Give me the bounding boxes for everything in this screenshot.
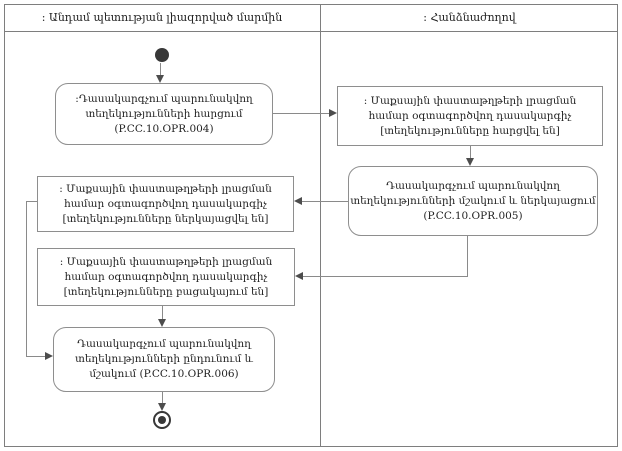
arrowhead-opr005-to-presented <box>294 197 302 205</box>
object-requested-line2: համար օգտագործվող դասակարգիչ <box>368 109 572 122</box>
diagram-outer-border <box>4 4 618 447</box>
activity-opr004-line3: (P.CC.10.OPR.004) <box>114 122 214 135</box>
object-absent-line2: համար օգտագործվող դասակարգիչ <box>64 270 268 283</box>
edge-absent-to-opr006 <box>162 306 163 319</box>
edge-opr005-to-absent-across <box>303 276 468 277</box>
lane-header-commission: : Հանձնաժողով <box>423 11 516 24</box>
edge-presented-loop-bottom <box>26 356 45 357</box>
object-presented-line1: : Մաքսային փաստաթղթերի լրացման <box>59 182 272 195</box>
object-node-info-presented: : Մաքսային փաստաթղթերի լրացման համար օգտ… <box>37 176 294 232</box>
object-node-info-absent: : Մաքսային փաստաթղթերի լրացման համար օգտ… <box>37 248 295 306</box>
activity-opr006: Դասակարգչում պարունակվող տեղեկություններ… <box>53 327 275 392</box>
edge-opr005-to-presented <box>302 201 348 202</box>
activity-opr004-line1: :Դասակարգչում պարունակվող <box>75 92 253 105</box>
edge-opr004-to-requested <box>273 113 329 114</box>
activity-opr004-line2: տեղեկությունների հարցում <box>85 107 243 120</box>
arrowhead-requested-to-opr005 <box>466 158 474 166</box>
object-absent-line1: : Մաքսային փաստաթղթերի լրացման <box>59 255 273 268</box>
object-requested-line3: [տեղեկությունները հարցվել են] <box>380 124 560 137</box>
initial-node <box>155 48 169 62</box>
arrowhead-opr005-to-absent <box>295 272 303 280</box>
edge-presented-loop-top <box>26 201 37 202</box>
activity-opr005-line2: տեղեկությունների մշակում և ներկայացում <box>350 194 596 207</box>
activity-opr006-line3: մշակում (P.CC.10.OPR.006) <box>89 368 239 380</box>
arrowhead-start-to-opr004 <box>156 75 164 83</box>
edge-requested-to-opr005 <box>470 146 471 158</box>
lane-header-member-state: : Անդամ պետության լիազորված մարմին <box>41 11 283 24</box>
arrowhead-opr004-to-requested <box>329 109 337 117</box>
object-requested-line1: : Մաքսային փաստաթղթերի լրացման <box>363 94 577 107</box>
object-absent-line3: [տեղեկությունները բացակայում են] <box>63 285 269 298</box>
edge-opr005-to-absent-down <box>467 236 468 276</box>
activity-opr006-line2: տեղեկությունների ընդունում և <box>75 353 253 365</box>
activity-opr005-line1: Դասակարգչում պարունակվող <box>386 179 560 192</box>
arrowhead-presented-to-opr006 <box>45 352 53 360</box>
activity-opr006-line1: Դասակարգչում պարունակվող <box>77 338 251 350</box>
object-node-info-requested: : Մաքսային փաստաթղթերի լրացման համար օգտ… <box>337 86 603 146</box>
edge-start-to-opr004 <box>160 63 161 77</box>
arrowhead-absent-to-opr006 <box>158 319 166 327</box>
final-node-center <box>158 416 166 424</box>
edge-presented-loop-side <box>26 201 27 357</box>
activity-opr005: Դասակարգչում պարունակվող տեղեկություններ… <box>348 166 598 236</box>
object-presented-line2: համար օգտագործվող դասակարգիչ <box>64 197 267 210</box>
activity-opr005-line3: (P.CC.10.OPR.005) <box>423 209 523 222</box>
swimlane-header-underline <box>4 31 618 32</box>
arrowhead-opr006-to-final <box>158 403 166 411</box>
object-presented-line3: [տեղեկությունները ներկայացվել են] <box>62 212 269 225</box>
activity-opr004: :Դասակարգչում պարունակվող տեղեկություննե… <box>55 83 273 145</box>
edge-opr006-to-final <box>162 392 163 403</box>
swimlane-divider <box>320 4 321 447</box>
